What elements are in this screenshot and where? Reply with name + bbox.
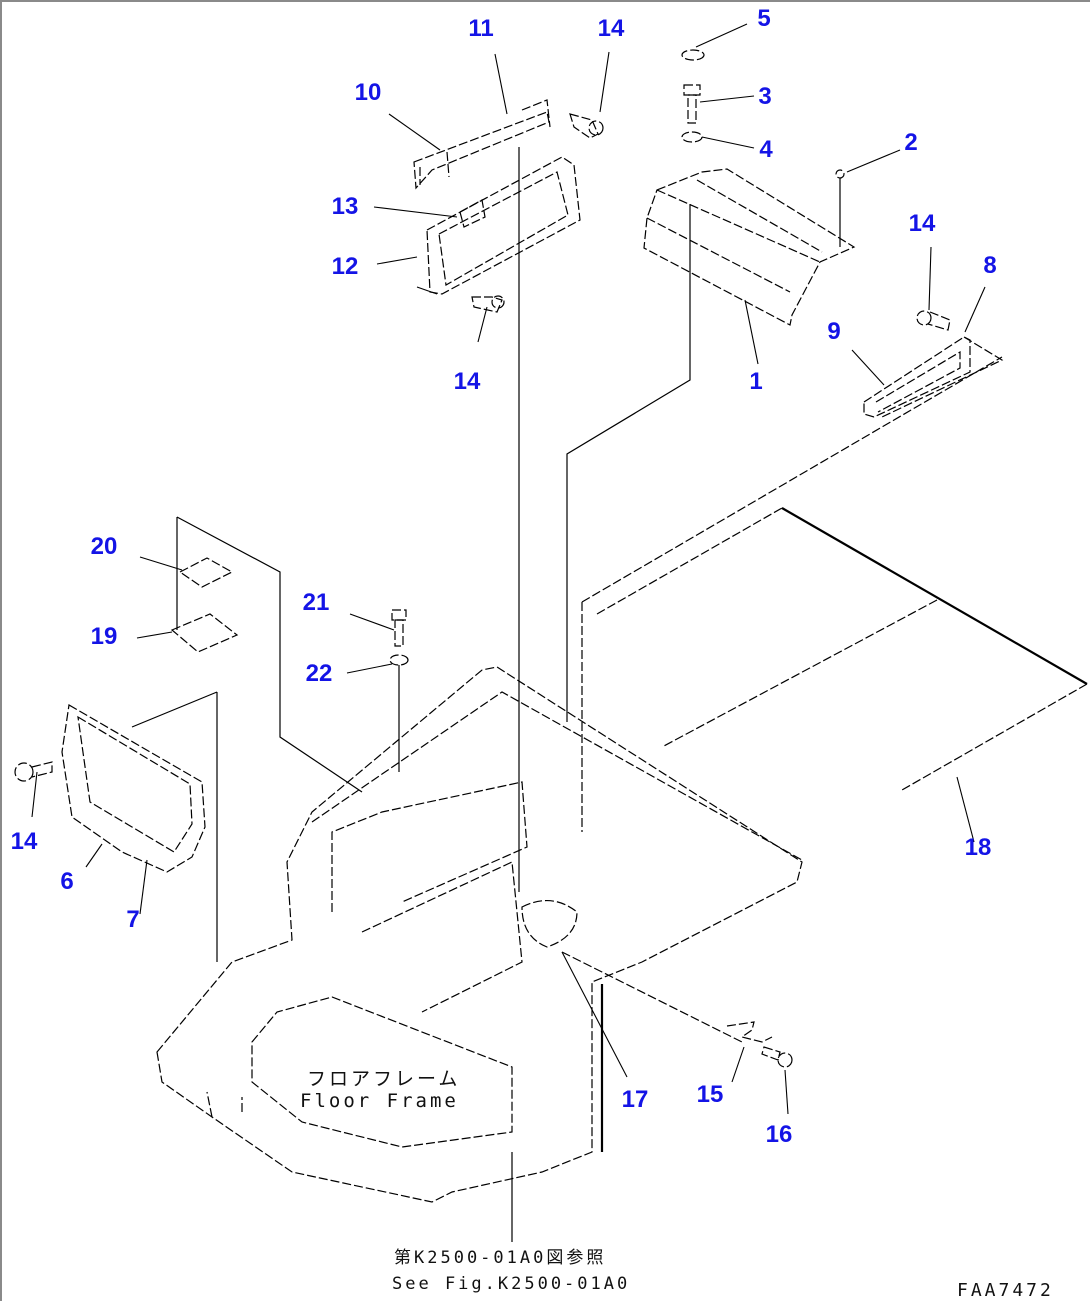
part-rivet-2[interactable] (835, 169, 845, 247)
part-seal-20[interactable] (178, 557, 234, 588)
part-cover-1[interactable] (643, 168, 856, 326)
callout-16[interactable]: 16 (765, 1121, 793, 1148)
part-cover-frame-12[interactable] (426, 156, 581, 295)
floor-frame (156, 666, 803, 1242)
callout-7[interactable]: 7 (126, 906, 140, 933)
callout-17[interactable]: 17 (621, 1086, 649, 1113)
callout-15[interactable]: 15 (696, 1081, 724, 1108)
part-cover-19[interactable] (170, 613, 239, 653)
callout-1[interactable]: 1 (749, 368, 763, 395)
part-bolt-3[interactable] (683, 84, 701, 124)
callout-12[interactable]: 12 (331, 253, 359, 280)
part-washer-22[interactable] (389, 654, 409, 666)
callout-14-left[interactable]: 14 (10, 828, 38, 855)
callout-14-right[interactable]: 14 (908, 210, 936, 237)
bolt-14-top[interactable] (569, 113, 604, 139)
part-plate-10-11[interactable] (413, 99, 551, 190)
callout-9[interactable]: 9 (827, 318, 841, 345)
callout-5[interactable]: 5 (757, 5, 771, 32)
callout-8[interactable]: 8 (983, 252, 997, 279)
callout-3[interactable]: 3 (758, 83, 772, 110)
callout-18[interactable]: 18 (964, 834, 992, 861)
part-cover-frame-6[interactable] (61, 691, 218, 962)
callout-10[interactable]: 10 (354, 79, 382, 106)
callout-22[interactable]: 22 (305, 660, 333, 687)
callout-21[interactable]: 21 (302, 589, 330, 616)
part-seal-strip-18[interactable] (596, 507, 1088, 791)
bolt-14-mid[interactable] (471, 295, 505, 313)
floor-frame-label-en: Floor Frame (300, 1090, 459, 1112)
part-plate-8-9[interactable] (863, 336, 1004, 418)
callout-2[interactable]: 2 (904, 129, 918, 156)
floor-frame-label-jp: フロアフレーム (307, 1068, 461, 1090)
bolt-14-right[interactable] (916, 310, 951, 331)
part-bolt-16[interactable] (761, 1046, 793, 1068)
part-hook-15[interactable] (726, 1021, 773, 1043)
leader-line (176, 516, 363, 793)
callout-4[interactable]: 4 (759, 136, 773, 163)
drawing-code: FAA7472 (957, 1280, 1054, 1301)
callout-19[interactable]: 19 (90, 623, 118, 650)
callout-14-mid[interactable]: 14 (453, 368, 481, 395)
leader-line (566, 204, 691, 722)
part-cap-5[interactable] (681, 49, 705, 61)
reference-label-en: See Fig.K2500-01A0 (392, 1274, 631, 1294)
bolt-14-left[interactable] (14, 761, 53, 782)
callout-11[interactable]: 11 (468, 15, 494, 42)
part-bolt-21[interactable] (391, 609, 407, 647)
callout-20[interactable]: 20 (90, 533, 118, 560)
part-washer-4[interactable] (681, 131, 703, 143)
callout-13[interactable]: 13 (331, 193, 359, 220)
callout-6[interactable]: 6 (60, 868, 74, 895)
callout-14-top[interactable]: 14 (597, 15, 625, 42)
reference-label-jp: 第K2500-01A0図参照 (394, 1248, 607, 1268)
callout-leaders (31, 23, 986, 1115)
leader-line (581, 356, 1003, 603)
